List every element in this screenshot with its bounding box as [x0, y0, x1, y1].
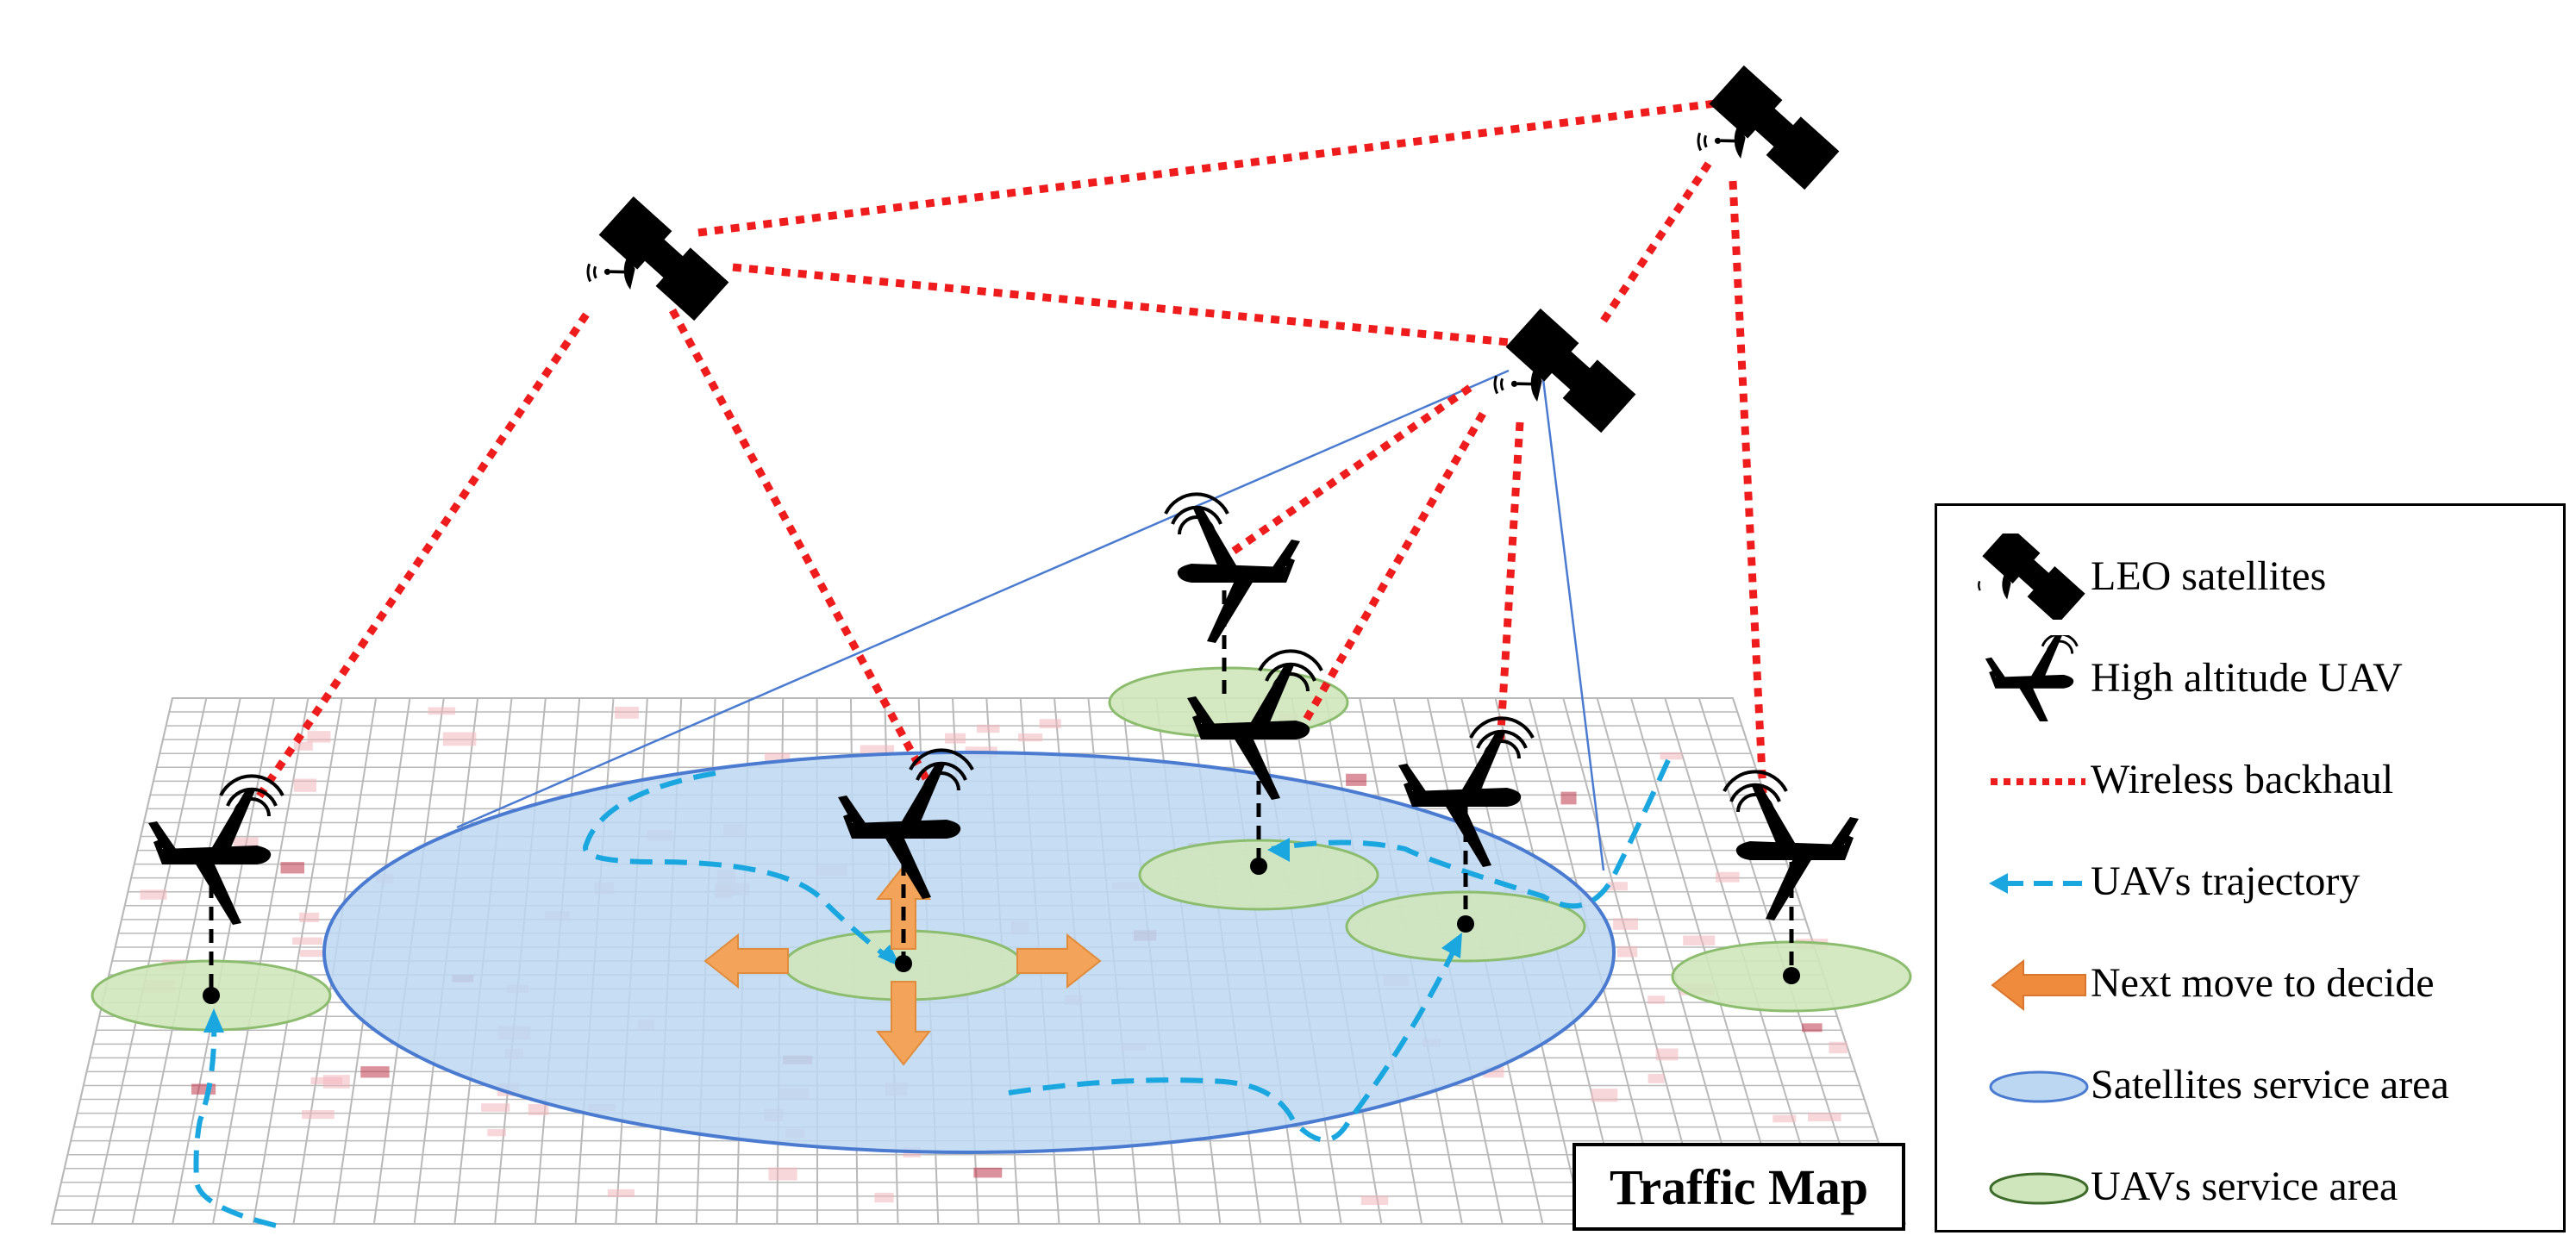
uav-ground-links [209, 590, 1794, 991]
backhaul-sat1-sat3 [697, 99, 1716, 237]
legend-item-high-altitude-uav: High altitude UAV [1937, 635, 2563, 721]
coverage-line-left [456, 369, 1510, 829]
satellite-icon [570, 195, 731, 353]
backhaul-sat1-sat2 [732, 263, 1518, 347]
satellite-icon [1680, 64, 1841, 222]
uav-ground-points [203, 858, 1800, 1004]
uav-trajectories [193, 758, 1671, 1228]
legend-label: Wireless backhaul [2091, 757, 2394, 802]
legend-label: Next move to decide [2091, 960, 2435, 1006]
legend-label: Satellites service area [2091, 1062, 2449, 1108]
backhaul-sat2-uav5 [1496, 421, 1524, 746]
backhaul-sat3-uav6 [1729, 180, 1767, 794]
legend: LEO satellites High altitude UAV Wireles… [1935, 503, 2566, 1232]
trajectory-arrowheads [203, 838, 1462, 1033]
uav-icon [1985, 635, 2079, 721]
legend-item-satellites-service-area: Satellites service area [1937, 1042, 2563, 1128]
blue-dashed-arrow-icon [1989, 873, 2085, 894]
backhaul-sat2-uav4 [1303, 411, 1486, 722]
legend-label: UAVs trajectory [2091, 858, 2360, 904]
trajectory-2 [583, 771, 894, 964]
satellite-icon [1978, 534, 2085, 620]
satellite-icon [1477, 307, 1638, 465]
legend-item-wireless-backhaul: Wireless backhaul [1937, 737, 2563, 823]
legend-label: LEO satellites [2091, 553, 2327, 599]
trajectory-3 [1008, 942, 1460, 1143]
backhaul-sat1-uav2 [669, 308, 930, 783]
legend-label: High altitude UAV [2091, 655, 2403, 701]
backhaul-sat2-uav3 [1230, 384, 1472, 555]
orange-arrow-icon [1991, 958, 2086, 1012]
backhaul-sat2-sat3 [1600, 157, 1715, 323]
traffic-map-label: Traffic Map [1572, 1143, 1905, 1231]
legend-item-uavs-trajectory: UAVs trajectory [1937, 839, 2563, 925]
red-dotted-line-icon [1991, 778, 2085, 785]
wireless-backhaul-links [255, 99, 1767, 800]
legend-item-next-move: Next move to decide [1937, 940, 2563, 1026]
legend-item-uavs-service-area: UAVs service area [1937, 1144, 2563, 1230]
trajectory-4 [1271, 758, 1671, 909]
legend-label: UAVs service area [2091, 1164, 2398, 1209]
green-ellipse-icon [1989, 1172, 2089, 1205]
blue-ellipse-icon [1989, 1070, 2089, 1103]
legend-item-leo-satellites: LEO satellites [1937, 534, 2563, 620]
traffic-map-label-text: Traffic Map [1609, 1158, 1869, 1215]
coverage-line-right [1541, 378, 1605, 871]
